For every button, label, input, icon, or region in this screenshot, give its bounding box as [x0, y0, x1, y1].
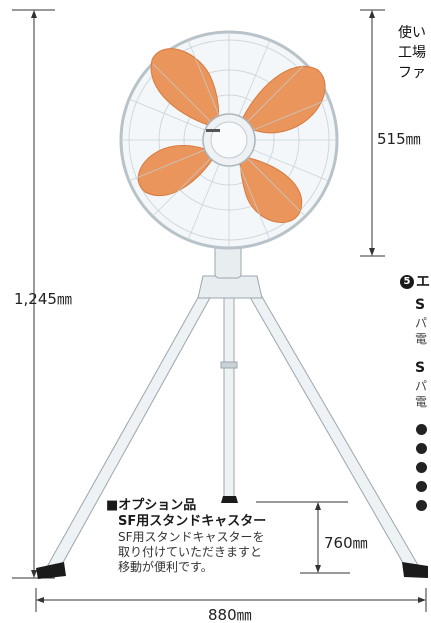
- option-caption: ■オプション品 SF用スタンドキャスター SF用スタンドキャスターを 取り付けて…: [106, 498, 266, 575]
- fan-blade: [150, 48, 220, 129]
- fan-blade: [137, 145, 217, 197]
- spec-code-1: S: [415, 297, 426, 313]
- bullet-icon: [416, 500, 427, 511]
- intro-line-1: 使い: [398, 25, 426, 41]
- intro-line-3: ファ: [398, 65, 426, 81]
- fan-blade: [239, 155, 303, 223]
- bullet-icon: [416, 462, 427, 473]
- width-label: 880㎜: [208, 606, 252, 623]
- option-body-line-2: 取り付けていただきますと: [118, 545, 263, 559]
- spec-code-2: S: [415, 360, 426, 376]
- option-body-line-1: SF用スタンドキャスターを: [118, 530, 265, 544]
- fan-hub: [202, 113, 256, 167]
- spec-line-2b: 電: [415, 395, 428, 409]
- section-number-badge: 5: [400, 275, 414, 289]
- fan-blades: [137, 48, 326, 223]
- spec-line-2a: パ: [415, 379, 428, 393]
- total-height-label: 1,245㎜: [14, 290, 72, 308]
- option-product-name: SF用スタンドキャスター: [118, 514, 267, 529]
- tripod-stand: [47, 282, 419, 569]
- option-body-line-3: 移動が便利です。: [118, 560, 213, 574]
- section-heading: エ: [416, 274, 430, 290]
- bullet-icon: [416, 424, 427, 435]
- spec-line-1a: パ: [415, 316, 428, 330]
- spec-line-1b: 電: [415, 332, 428, 346]
- intro-line-2: 工場: [398, 45, 426, 61]
- stand-feet: [36, 496, 428, 579]
- option-title: ■オプション品: [106, 498, 197, 513]
- bullet-icon: [416, 481, 427, 492]
- fan-blade: [239, 65, 326, 134]
- bullet-icon: [416, 443, 427, 454]
- head-size-label: 515㎜: [377, 130, 421, 148]
- leg-height-label: 760㎜: [324, 534, 368, 552]
